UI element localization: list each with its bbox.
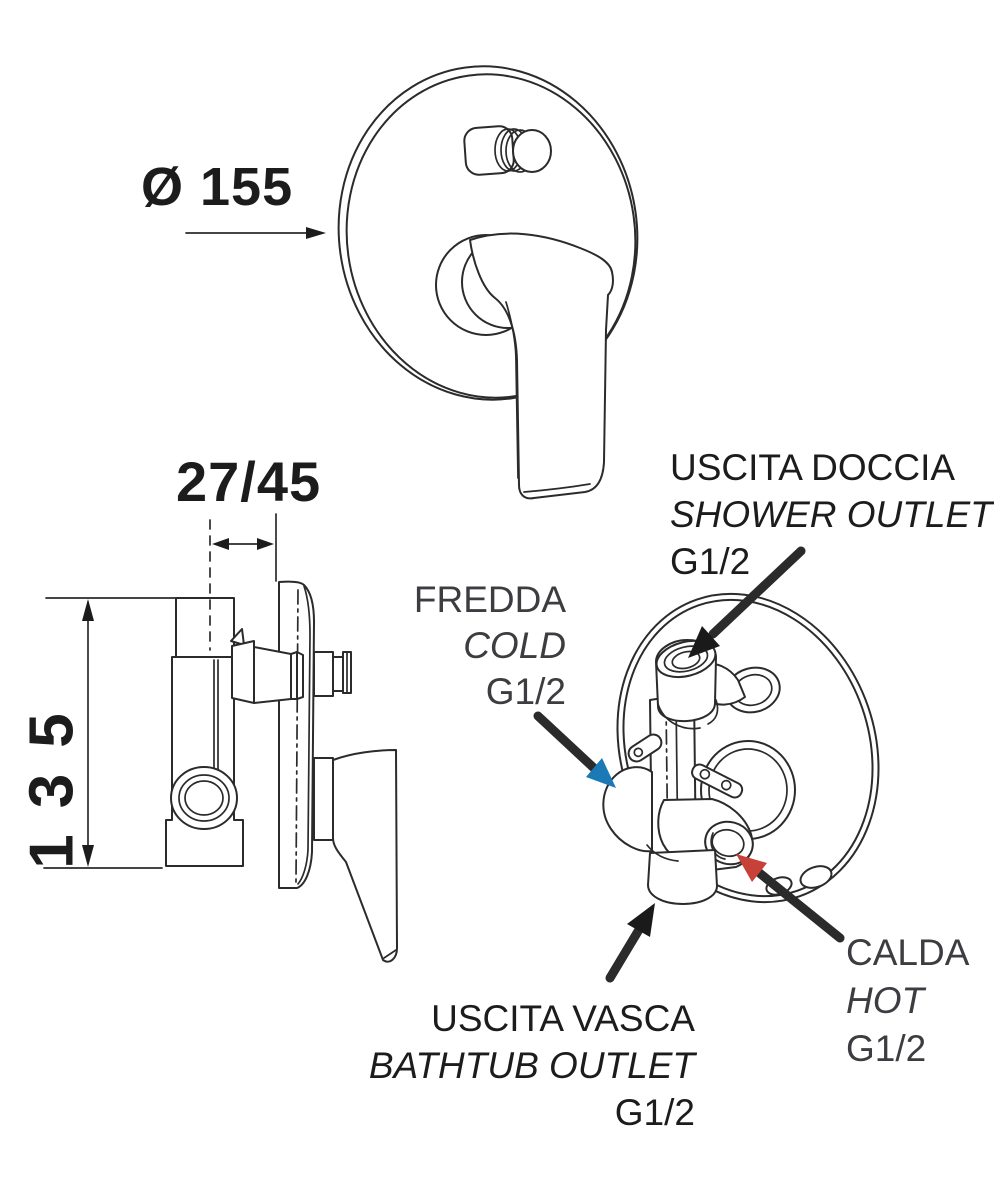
hot-inlet-label-it: CALDA	[846, 932, 970, 973]
diameter-dimension-label: Ø 155	[141, 157, 294, 217]
height-dimension	[43, 597, 177, 869]
bathtub-outlet-arrow	[605, 903, 655, 983]
shower-outlet-arrow	[688, 546, 806, 658]
side-inlet-pipe	[175, 597, 235, 658]
port-shoulder-arc	[657, 703, 701, 730]
side-port-outer	[170, 766, 238, 830]
cold-arrow-head-icon	[586, 758, 616, 788]
shower-port-bore	[671, 650, 701, 670]
side-handle-hub	[313, 757, 334, 841]
diameter-arrow-head-icon	[306, 227, 326, 239]
bathtub-port-arc	[646, 844, 679, 862]
shower-outlet-callout: USCITA DOCCIA SHOWER OUTLET G1/2	[670, 444, 993, 585]
bathtub-outlet-callout: USCITA VASCA BATHTUB OUTLET G1/2	[369, 995, 695, 1136]
side-port-inner	[184, 780, 224, 816]
cartridge-stem	[313, 651, 334, 697]
side-plate-centerline	[295, 589, 299, 883]
hot-inlet-size: G1/2	[846, 1028, 927, 1069]
depth-dimension-label: 27/45	[176, 450, 322, 513]
depth-arrow-left-icon	[212, 538, 229, 550]
faceplate-outline	[337, 65, 639, 401]
knob-cap	[512, 129, 552, 173]
shower-port-ring	[663, 645, 709, 673]
shower-outlet-size: G1/2	[670, 541, 751, 582]
front-view-drawing	[337, 65, 639, 500]
mount-bracket	[691, 763, 744, 799]
cartridge-block	[231, 640, 255, 704]
height-arrow-up-icon	[82, 599, 94, 621]
lever-tip-line	[523, 483, 591, 493]
bathtub-outlet-label-it: USCITA VASCA	[431, 998, 695, 1039]
lever-handle	[469, 232, 614, 500]
cold-inlet-callout: FREDDA COLD G1/2	[414, 577, 566, 715]
bathtub-outlet-label-en: BATHTUB OUTLET	[368, 1045, 695, 1086]
lever-edge-line	[505, 301, 519, 479]
height-arrow-down-icon	[82, 845, 94, 867]
hot-inlet-label-en: HOT	[846, 980, 925, 1021]
bathtub-arrow-head-icon	[627, 903, 655, 937]
bathtub-outlet-size: G1/2	[614, 1092, 695, 1133]
cold-inlet-label-en: COLD	[463, 625, 566, 666]
depth-arrow-right-icon	[257, 538, 274, 550]
hot-port-bore	[711, 828, 745, 858]
cartridge-ring	[296, 651, 304, 700]
hot-inlet-arrow	[736, 854, 845, 943]
height-dimension-label: 135	[17, 687, 87, 869]
side-plate-bevel	[297, 585, 311, 885]
faceplate-inner-edge	[345, 73, 637, 399]
depth-dimension	[209, 513, 277, 651]
cold-inlet-arrow	[533, 711, 616, 788]
bathtub-arrow-shaft	[605, 923, 645, 983]
shower-arrow-head-icon	[688, 626, 720, 658]
mount-tab	[627, 733, 663, 763]
cold-arrow-shaft	[533, 711, 601, 775]
hot-inlet-callout: CALDA HOT G1/2	[846, 929, 969, 1073]
cartridge-block	[253, 646, 292, 704]
bathtub-port-cylinder	[647, 849, 718, 905]
port-shoulder-arc	[707, 699, 719, 725]
side-handle-tip-line	[383, 949, 397, 959]
cartridge-stub	[332, 656, 344, 692]
side-handle-lever	[332, 749, 398, 963]
shower-arrow-shaft	[708, 546, 806, 639]
cold-inlet-label-it: FREDDA	[413, 579, 566, 620]
shower-outlet-label-en: SHOWER OUTLET	[670, 494, 993, 535]
diameter-dimension	[185, 227, 326, 239]
cartridge-tab	[230, 628, 245, 646]
shower-outlet-label-it: USCITA DOCCIA	[670, 447, 956, 488]
cold-inlet-body	[602, 766, 653, 853]
side-view-drawing	[165, 580, 398, 963]
perspective-view-drawing	[602, 592, 880, 905]
plate-foot	[799, 865, 833, 889]
cold-inlet-size: G1/2	[485, 671, 566, 712]
side-port-mid	[178, 774, 230, 822]
hot-arrow-head-icon	[736, 854, 767, 882]
hot-arrow-shaft	[752, 866, 845, 943]
